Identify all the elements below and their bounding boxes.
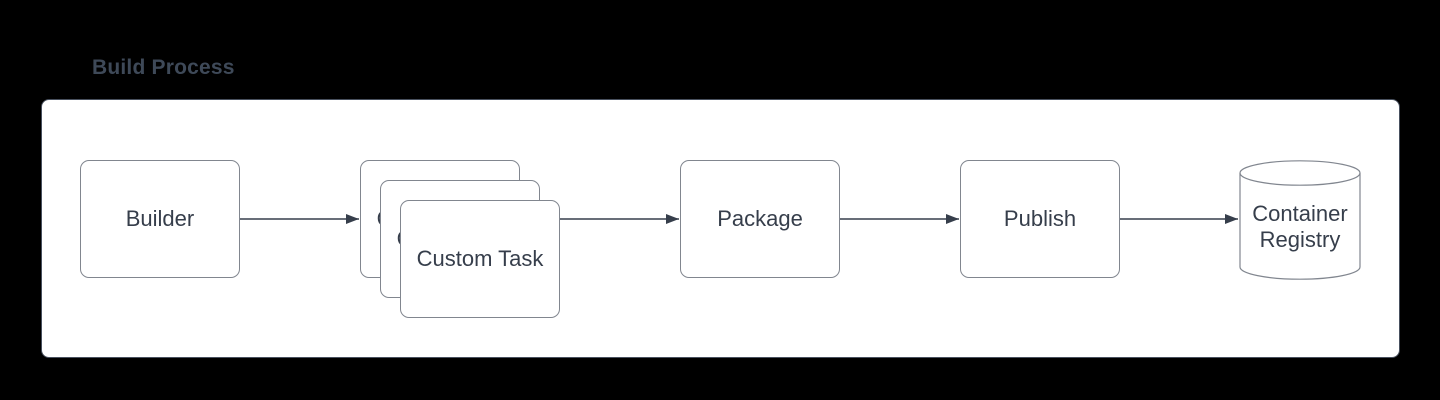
node-custom-task-label: Custom Task — [416, 246, 544, 271]
node-package: Package — [680, 160, 840, 278]
node-builder-label: Builder — [125, 206, 195, 231]
node-package-label: Package — [717, 206, 803, 231]
node-builder: Builder — [80, 160, 240, 278]
node-container-registry-label-line2: Registry — [1259, 227, 1341, 252]
cylinder-shape — [1239, 160, 1361, 280]
node-publish-label: Publish — [1003, 206, 1077, 231]
node-custom-task: Custom Task — [400, 200, 560, 318]
node-container-registry: Container Registry — [1239, 160, 1361, 280]
node-container-registry-label: Container Registry — [1239, 174, 1361, 280]
node-container-registry-label-line1: Container — [1252, 201, 1348, 226]
node-publish: Publish — [960, 160, 1120, 278]
diagram-title: Build Process — [92, 56, 235, 79]
